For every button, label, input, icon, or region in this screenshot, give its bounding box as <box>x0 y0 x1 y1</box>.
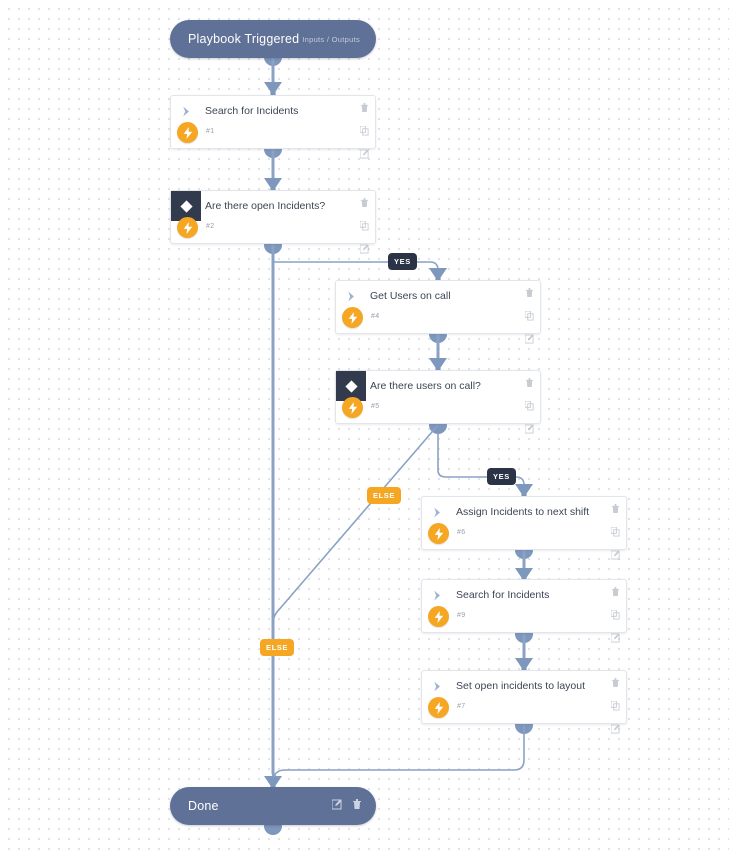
branch-badge-yes-top[interactable]: YES <box>388 253 417 270</box>
copy-icon[interactable] <box>359 218 369 236</box>
copy-icon[interactable] <box>610 524 620 542</box>
node-condition-5[interactable]: Are there users on call? #5 <box>335 370 541 434</box>
card-header: Get Users on call <box>336 281 540 311</box>
branch-badge-else-left[interactable]: ELSE <box>260 639 294 656</box>
trash-icon[interactable] <box>611 501 620 519</box>
branch-badge-yes-mid[interactable]: YES <box>487 468 516 485</box>
play-arrow-icon <box>422 671 452 701</box>
node-condition-2[interactable]: Are there open Incidents? #2 <box>170 190 376 254</box>
edit-icon[interactable] <box>331 797 342 815</box>
copy-icon[interactable] <box>359 123 369 141</box>
play-arrow-icon <box>422 580 452 610</box>
start-node-title: Playbook Triggered <box>188 32 300 46</box>
node-done[interactable]: Done <box>170 787 376 825</box>
edge-2-else-to-done <box>271 245 280 780</box>
trash-icon[interactable] <box>525 375 534 393</box>
copy-icon[interactable] <box>524 308 534 326</box>
done-actions[interactable] <box>331 797 362 815</box>
bolt-icon <box>428 697 449 718</box>
node-label: Search for Incidents <box>456 589 550 601</box>
trash-icon[interactable] <box>611 584 620 602</box>
node-label: Are there users on call? <box>370 380 481 392</box>
play-arrow-icon <box>171 96 201 126</box>
trash-icon[interactable] <box>360 195 369 213</box>
node-label: Get Users on call <box>370 290 451 302</box>
node-task-4[interactable]: Get Users on call #4 <box>335 280 541 344</box>
play-arrow-icon <box>422 497 452 527</box>
task-id: #1 <box>206 128 215 135</box>
trash-icon[interactable] <box>525 285 534 303</box>
node-label: Assign Incidents to next shift <box>456 506 590 518</box>
edge-7-to-done <box>273 725 525 778</box>
bolt-icon <box>177 217 198 238</box>
node-label: Search for Incidents <box>205 105 299 117</box>
trash-icon[interactable] <box>360 100 369 118</box>
card-header: Search for Incidents <box>171 96 375 126</box>
bolt-icon <box>342 307 363 328</box>
task-id: #2 <box>206 223 215 230</box>
edit-icon[interactable] <box>610 630 620 648</box>
task-id: #5 <box>371 403 380 410</box>
trash-icon[interactable] <box>611 675 620 693</box>
node-task-9[interactable]: Search for Incidents #9 <box>421 579 627 643</box>
bolt-icon <box>342 397 363 418</box>
edit-icon[interactable] <box>610 547 620 565</box>
copy-icon[interactable] <box>610 698 620 716</box>
card-actions[interactable] <box>524 375 534 439</box>
diamond-icon <box>171 191 201 221</box>
end-node-title: Done <box>188 799 219 813</box>
card-actions[interactable] <box>610 501 620 565</box>
bolt-icon <box>177 122 198 143</box>
node-task-6[interactable]: Assign Incidents to next shift #6 <box>421 496 627 560</box>
node-task-1[interactable]: Search for Incidents #1 <box>170 95 376 159</box>
card-actions[interactable] <box>610 584 620 648</box>
task-id: #7 <box>457 703 466 710</box>
play-arrow-icon <box>336 281 366 311</box>
edit-icon[interactable] <box>524 421 534 439</box>
node-playbook-triggered[interactable]: Playbook Triggered Inputs / Outputs <box>170 20 376 58</box>
edge-5-yes-to-6 <box>437 434 525 491</box>
edit-icon[interactable] <box>610 721 620 739</box>
edge-arrow-into-1 <box>264 82 282 96</box>
card-header: Are there users on call? <box>336 371 540 401</box>
task-id: #9 <box>457 612 466 619</box>
card-header: Set open incidents to layout <box>422 671 626 701</box>
edit-icon[interactable] <box>359 241 369 259</box>
card-header: Search for Incidents <box>422 580 626 610</box>
start-node-inputs-outputs[interactable]: Inputs / Outputs <box>302 34 360 44</box>
diamond-icon <box>336 371 366 401</box>
edge-5-else-to-trunk <box>272 424 439 625</box>
node-label: Are there open Incidents? <box>205 200 326 212</box>
copy-icon[interactable] <box>610 607 620 625</box>
copy-icon[interactable] <box>524 398 534 416</box>
card-actions[interactable] <box>524 285 534 349</box>
card-actions[interactable] <box>359 195 369 259</box>
edit-icon[interactable] <box>524 331 534 349</box>
node-label: Set open incidents to layout <box>456 680 586 692</box>
trash-icon[interactable] <box>352 797 362 815</box>
task-id: #6 <box>457 529 466 536</box>
bolt-icon <box>428 523 449 544</box>
task-id: #4 <box>371 313 380 320</box>
branch-badge-else-mid[interactable]: ELSE <box>367 487 401 504</box>
edit-icon[interactable] <box>359 146 369 164</box>
node-task-7[interactable]: Set open incidents to layout #7 <box>421 670 627 734</box>
card-header: Are there open Incidents? <box>171 191 375 221</box>
card-header: Assign Incidents to next shift <box>422 497 626 527</box>
card-actions[interactable] <box>610 675 620 739</box>
bolt-icon <box>428 606 449 627</box>
card-actions[interactable] <box>359 100 369 164</box>
